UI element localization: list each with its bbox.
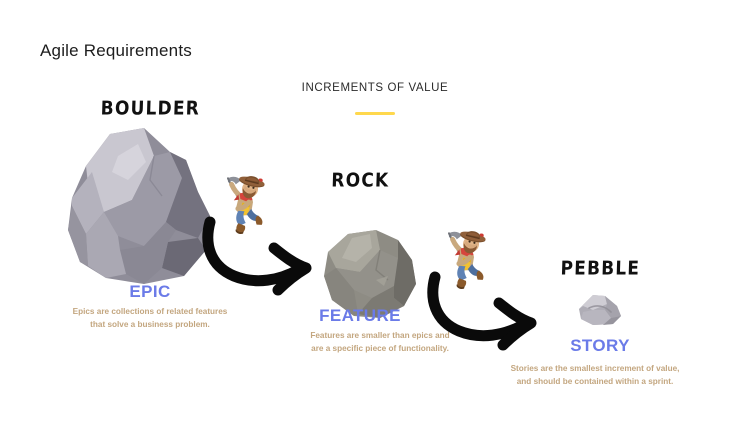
miner-character-icon	[216, 172, 272, 238]
stage-description-story: Stories are the smallest increment of va…	[495, 363, 695, 388]
stage-description-epic-line1: Epics are collections of related feature…	[72, 307, 228, 316]
curved-arrow-icon	[198, 216, 328, 298]
page-title: Agile Requirements	[40, 41, 192, 60]
stage-description-feature-line1: Features are smaller than epics and	[310, 331, 450, 340]
stage-description-feature: Features are smaller than epics and are …	[280, 330, 480, 355]
stage-size-label-boulder: BOULDER	[100, 97, 201, 120]
stage-term-epic: EPIC	[129, 282, 171, 301]
stage-description-feature-line2: are a specific piece of functionality.	[311, 343, 449, 353]
pebble-rock-icon	[575, 292, 625, 330]
stage-description-story-line1: Stories are the smallest increment of va…	[510, 364, 680, 373]
stage-size-label-rock: ROCK	[331, 169, 390, 192]
stage-description-story-line2: and should be contained within a sprint.	[516, 376, 674, 386]
stage-description-epic-line2: that solve a business problem.	[90, 319, 210, 329]
section-divider	[355, 112, 395, 115]
stage-term-feature: FEATURE	[319, 306, 401, 325]
section-heading: INCREMENTS OF VALUE	[301, 82, 449, 94]
stage-description-epic: Epics are collections of related feature…	[35, 306, 265, 331]
medium-rock-icon	[318, 228, 422, 324]
boulder-rock-icon	[58, 126, 226, 288]
curved-arrow-icon	[423, 271, 553, 353]
miner-character-icon	[437, 227, 493, 293]
stage-size-label-pebble: PEBBLE	[560, 257, 641, 280]
stage-term-story: STORY	[570, 336, 630, 355]
